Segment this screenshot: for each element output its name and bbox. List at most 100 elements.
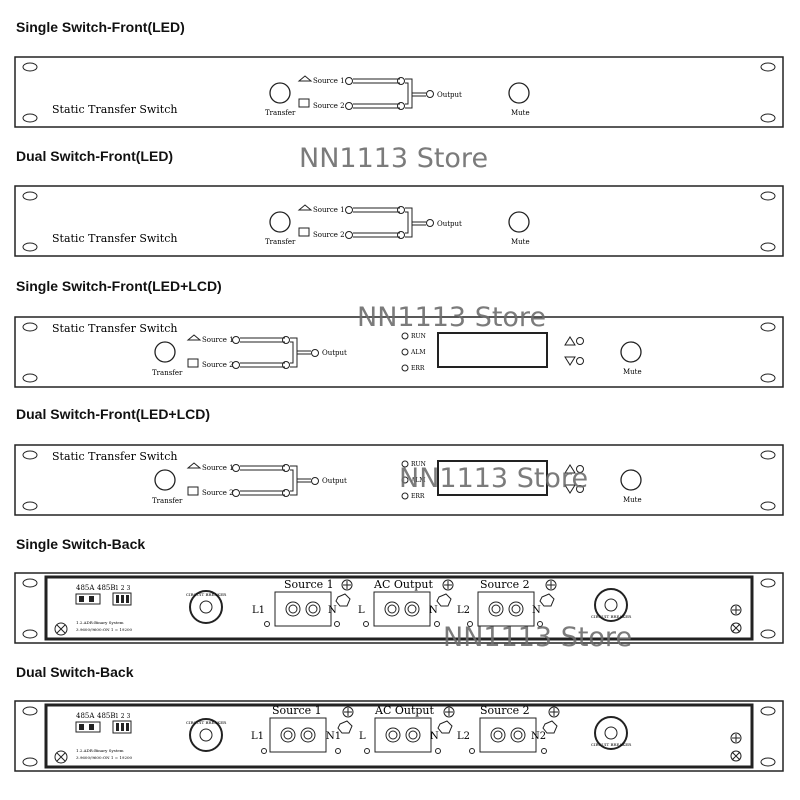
transfer-label: Transfer	[265, 109, 296, 117]
mount-hole-icon	[760, 501, 776, 511]
output-label: Output	[322, 477, 347, 485]
mount-hole-icon	[22, 450, 38, 460]
mount-hole-icon	[760, 113, 776, 123]
transfer-label: Transfer	[265, 238, 296, 246]
source2-icon	[187, 486, 199, 496]
ground-screw-icon	[730, 750, 742, 762]
device-name: Static Transfer Switch	[52, 232, 177, 245]
n-label: N	[430, 731, 439, 742]
source1-led-icon	[345, 77, 353, 85]
mute-label: Mute	[623, 368, 642, 376]
section-title-dual-back: Dual Switch-Back	[16, 664, 134, 680]
section-title-dual-front-led-lcd: Dual Switch-Front(LED+LCD)	[16, 406, 211, 422]
source1-icon	[186, 334, 202, 341]
err-label: ERR	[411, 365, 425, 372]
source2-label: Source 2	[313, 102, 345, 110]
n2-label: N2	[531, 731, 546, 742]
alm-label: ALM	[410, 349, 425, 356]
screw-icon	[548, 706, 560, 718]
mute-button-icon	[620, 469, 642, 491]
l2-label: L2	[457, 605, 470, 616]
dip-numbers: 1 2 3	[115, 713, 130, 720]
rack-panel-outline	[14, 316, 784, 388]
transfer-label: Transfer	[152, 369, 183, 377]
breaker-text: CIRCUIT BREAKER	[186, 592, 227, 597]
source2-led-icon	[345, 102, 353, 110]
rs485-terminal	[75, 593, 101, 605]
panel-dual-front-led: Static Transfer Switch Transfer Source 1…	[14, 185, 784, 257]
circuit-breaker-icon	[189, 590, 223, 624]
transfer-button-icon	[154, 341, 176, 363]
ac-output-terminal	[374, 717, 432, 753]
breaker-text: CIRCUIT BREAKER	[591, 614, 632, 619]
circuit-breaker-icon	[594, 588, 628, 622]
alm-label: ALM	[410, 477, 425, 484]
source2-label: Source 2	[480, 578, 530, 591]
transfer-button-icon	[154, 469, 176, 491]
run-label: RUN	[411, 333, 426, 340]
rack-panel-outline	[14, 185, 784, 257]
source1-terminal	[269, 717, 327, 753]
transfer-label: Transfer	[152, 497, 183, 505]
output-led-icon	[311, 349, 319, 357]
ac-output-label: AC Output	[374, 704, 435, 717]
output-label: Output	[322, 349, 347, 357]
source1-led-icon	[345, 206, 353, 214]
mount-hole-icon	[22, 578, 38, 588]
breaker-text: CIRCUIT BREAKER	[591, 742, 632, 747]
source2-icon	[298, 98, 310, 108]
rack-panel-outline	[14, 56, 784, 128]
mount-hole-icon	[22, 62, 38, 72]
cable-gland-icon	[337, 720, 353, 734]
n-label: N	[328, 605, 337, 616]
panel-single-front-led: Static Transfer Switch Transfer Source 1…	[14, 56, 784, 128]
device-name: Static Transfer Switch	[52, 322, 177, 335]
output-led-icon	[426, 90, 434, 98]
source1-icon	[297, 75, 313, 82]
mute-label: Mute	[511, 109, 530, 117]
l-label: L	[359, 731, 366, 742]
dip-numbers: 1 2 3	[115, 585, 130, 592]
mount-hole-icon	[760, 322, 776, 332]
rack-panel-outline	[14, 444, 784, 516]
mount-hole-icon	[22, 322, 38, 332]
dip-switch	[112, 720, 132, 734]
source2-terminal	[477, 591, 535, 627]
dip-info-line2: 3.9600/9600:ON 1 = 19200	[76, 755, 133, 760]
mount-hole-icon	[760, 450, 776, 460]
mount-hole-icon	[22, 757, 38, 767]
mount-hole-icon	[22, 501, 38, 511]
source1-label: Source 1	[313, 206, 345, 214]
source1-label: Source 1	[202, 464, 234, 472]
mute-label: Mute	[511, 238, 530, 246]
mount-hole-icon	[760, 62, 776, 72]
watermark: NN1113 Store	[399, 463, 589, 494]
cable-gland-icon	[436, 593, 452, 607]
source2-terminal	[479, 717, 537, 753]
rs485b-label: 485B	[97, 584, 116, 592]
source1-label: Source 1	[284, 578, 334, 591]
source1-led-icon	[232, 336, 240, 344]
err-led-icon	[401, 492, 409, 500]
lcd-display	[437, 460, 548, 496]
err-led-icon	[401, 364, 409, 372]
source2-led-icon	[232, 489, 240, 497]
l1-label: L1	[252, 605, 265, 616]
ground-screw-icon	[54, 750, 68, 764]
mount-hole-icon	[760, 373, 776, 383]
circuit-breaker-icon	[189, 718, 223, 752]
source2-label: Source 2	[313, 231, 345, 239]
mount-hole-icon	[22, 706, 38, 716]
source1-icon	[186, 462, 202, 469]
mute-button-icon	[508, 82, 530, 104]
n-label: N	[429, 605, 438, 616]
source1-label: Source 1	[313, 77, 345, 85]
screw-icon	[730, 732, 742, 744]
source2-led-icon	[345, 231, 353, 239]
output-led-icon	[311, 477, 319, 485]
device-name: Static Transfer Switch	[52, 103, 177, 116]
run-led-icon	[401, 332, 409, 340]
dip-info-line1: 1.2.ADR:Binary System	[76, 620, 124, 625]
up-arrow-icon	[564, 336, 576, 346]
panel-dual-front-led-lcd: Static Transfer Switch Transfer Source 1…	[14, 444, 784, 516]
